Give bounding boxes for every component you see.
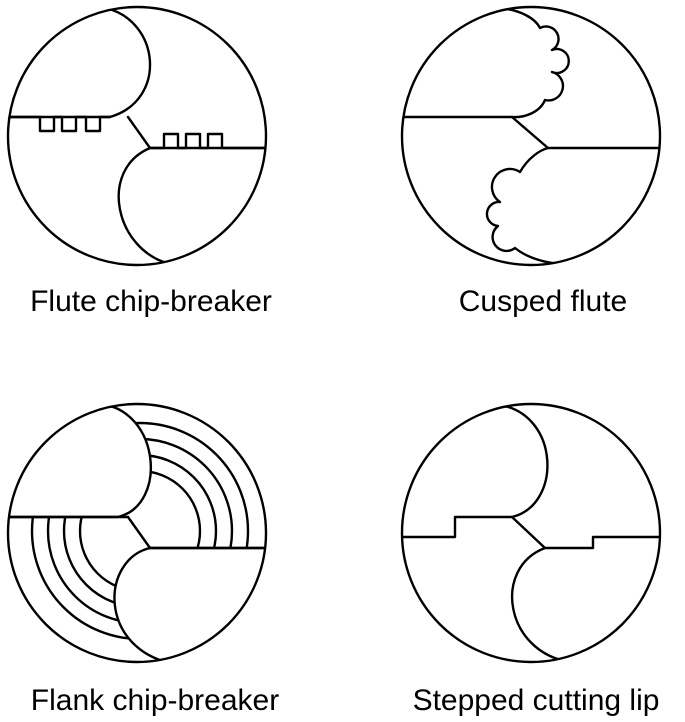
lower-flute-edge bbox=[510, 535, 660, 662]
drill-outline-circle bbox=[400, 5, 662, 267]
upper-cusped-flute-edge bbox=[402, 7, 570, 119]
lower-flute-edge bbox=[117, 146, 266, 265]
panel-flank-chip-breaker: Flank chip-breaker bbox=[6, 402, 279, 717]
caption-flank-chip-breaker: Flank chip-breaker bbox=[31, 684, 279, 717]
lower-chip-breaker-notches bbox=[148, 132, 266, 150]
web-line bbox=[510, 515, 547, 550]
panel-stepped-cutting-lip: Stepped cutting lip bbox=[400, 402, 662, 717]
web-line bbox=[126, 115, 152, 150]
upper-flute-edge bbox=[402, 404, 549, 539]
caption-flute-chip-breaker: Flute chip-breaker bbox=[30, 285, 272, 318]
caption-cusped-flute: Cusped flute bbox=[459, 285, 627, 318]
panel-flute-chip-breaker: Flute chip-breaker bbox=[6, 5, 272, 318]
caption-stepped-cutting-lip: Stepped cutting lip bbox=[413, 684, 660, 717]
upper-flute-edge bbox=[8, 7, 152, 119]
web-line bbox=[510, 115, 550, 150]
drill-cross-section bbox=[8, 404, 266, 662]
drill-outline-circle bbox=[6, 402, 268, 664]
drill-outline-circle bbox=[400, 402, 662, 664]
upper-chip-breaker-notches bbox=[8, 115, 112, 133]
drill-cross-section bbox=[402, 7, 660, 265]
drill-cross-section bbox=[402, 404, 660, 662]
panel-cusped-flute: Cusped flute bbox=[400, 5, 662, 318]
upper-flute-edge bbox=[8, 404, 152, 519]
drill-cross-section bbox=[8, 7, 266, 265]
lower-cusped-flute-edge bbox=[485, 146, 660, 265]
web-line bbox=[126, 515, 152, 550]
drill-outline-circle bbox=[6, 5, 268, 267]
